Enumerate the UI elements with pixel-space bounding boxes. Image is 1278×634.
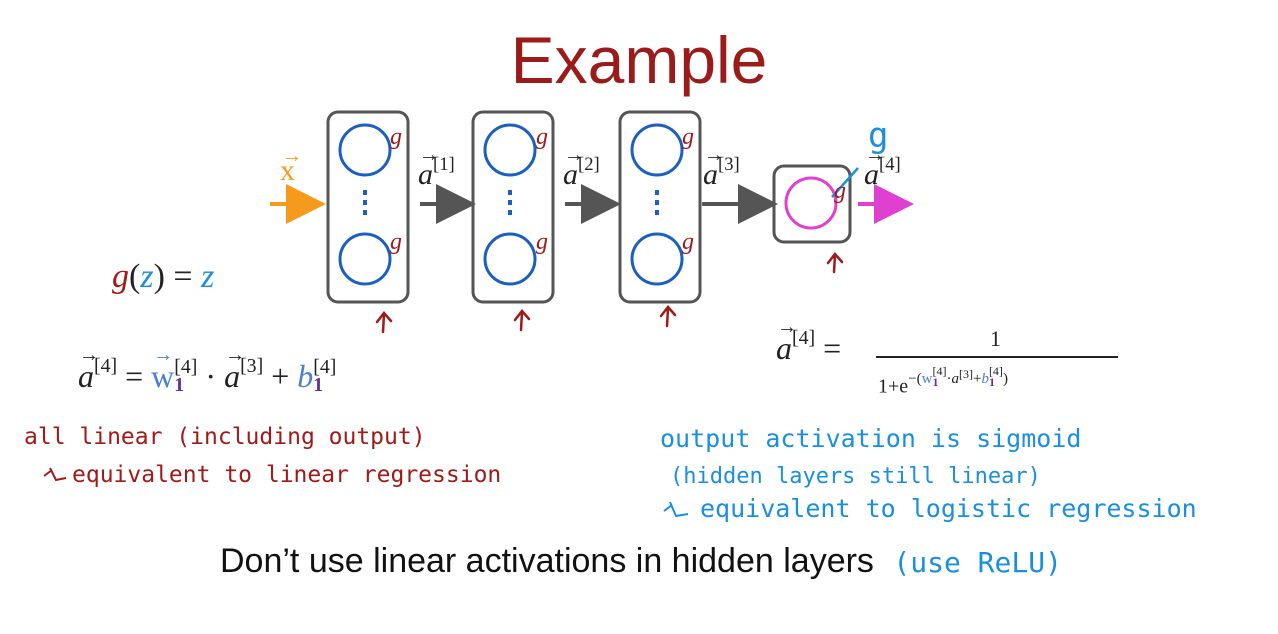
g-label-2a: g bbox=[536, 124, 548, 150]
note-logistic-regression: equivalent to logistic regression bbox=[700, 494, 1197, 523]
left-hook-arrow-icon bbox=[43, 467, 67, 482]
g-pointer-line bbox=[831, 167, 859, 198]
neuron-2-top bbox=[483, 123, 537, 177]
note-hidden-linear: (hidden layers still linear) bbox=[670, 464, 1041, 489]
activation-a3: →a[3] bbox=[703, 144, 740, 191]
note-linear-regression: equivalent to linear regression bbox=[72, 462, 502, 488]
neuron-3-top bbox=[630, 123, 684, 177]
red-up-arrows bbox=[375, 252, 844, 334]
activation-a4: →a[4] bbox=[864, 144, 901, 191]
bottom-statement: Don’t use linear activations in hidden l… bbox=[220, 542, 1062, 581]
neuron-output bbox=[784, 176, 838, 230]
activation-a2: →a[2] bbox=[563, 144, 600, 191]
right-hook-arrow-icon bbox=[663, 501, 689, 518]
g-label-3b: g bbox=[682, 229, 694, 255]
neuron-3-bottom bbox=[630, 232, 684, 286]
ellipsis-dots bbox=[363, 190, 659, 215]
g-label-3a: g bbox=[682, 124, 694, 150]
bottom-aside-text: (use ReLU) bbox=[893, 546, 1062, 579]
activation-a1: →a[1] bbox=[418, 144, 455, 191]
slide-title: Example bbox=[510, 23, 768, 97]
sigmoid-output-lhs: →a[4] = bbox=[776, 316, 842, 366]
g-label-output: g bbox=[834, 178, 846, 204]
neuron-1-bottom bbox=[338, 232, 392, 286]
layer-1-box bbox=[326, 110, 410, 304]
input-x-label: →x bbox=[280, 145, 302, 187]
neuron-2-bottom bbox=[483, 232, 537, 286]
g-of-z-equation: g(z) = z bbox=[112, 258, 215, 295]
bottom-main-text: Don’t use linear activations in hidden l… bbox=[220, 542, 874, 580]
linear-output-equation: →a[4] = →w[4]1 · →a[3] + b[4]1 bbox=[78, 344, 337, 396]
note-output-sigmoid: output activation is sigmoid bbox=[660, 424, 1082, 453]
g-label-2b: g bbox=[536, 229, 548, 255]
note-all-linear: all linear (including output) bbox=[24, 424, 426, 450]
sigmoid-numerator: 1 bbox=[990, 326, 1001, 351]
g-label-1a: g bbox=[390, 124, 402, 150]
sigmoid-denominator: 1+e−(w[4]1·a[3]+b[4]1) bbox=[878, 364, 1008, 398]
fraction-bar bbox=[876, 356, 1118, 358]
g-label-1b: g bbox=[390, 229, 402, 255]
neuron-1-top bbox=[338, 123, 392, 177]
g-annotation-output: g bbox=[868, 116, 889, 156]
